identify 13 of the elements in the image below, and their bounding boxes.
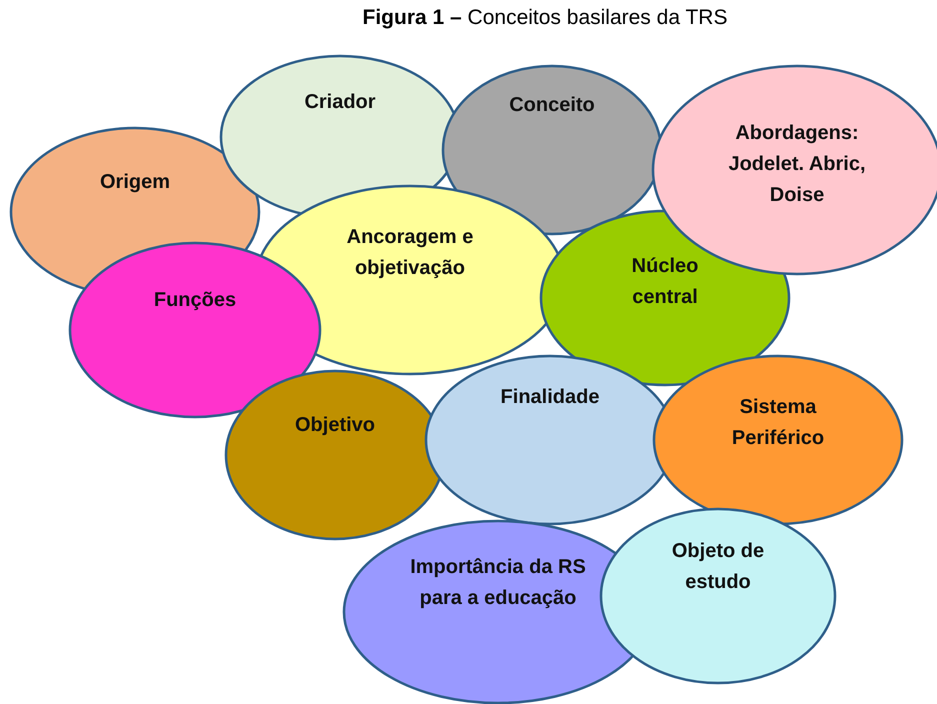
concept-label: Criador bbox=[303, 90, 377, 115]
concept-label: Finalidade bbox=[500, 385, 600, 410]
concept-label: Origem bbox=[98, 170, 172, 195]
figure-title: Figura 1 – Conceitos basilares da TRS bbox=[362, 6, 728, 30]
concept-label: Sistema Periférico bbox=[730, 395, 826, 451]
concept-label: Importância da RS para a educação bbox=[409, 555, 587, 611]
concept-label: Funções bbox=[152, 288, 238, 313]
concept-label: Abordagens: Jodelet. Abric, Doise bbox=[727, 121, 867, 208]
concept-label: Núcleo central bbox=[630, 254, 700, 310]
concept-label: Ancoragem e objetivação bbox=[346, 225, 474, 281]
concept-label: Objeto de estudo bbox=[670, 539, 766, 595]
concept-label: Objetivo bbox=[294, 413, 376, 438]
concept-label: Conceito bbox=[508, 93, 596, 118]
